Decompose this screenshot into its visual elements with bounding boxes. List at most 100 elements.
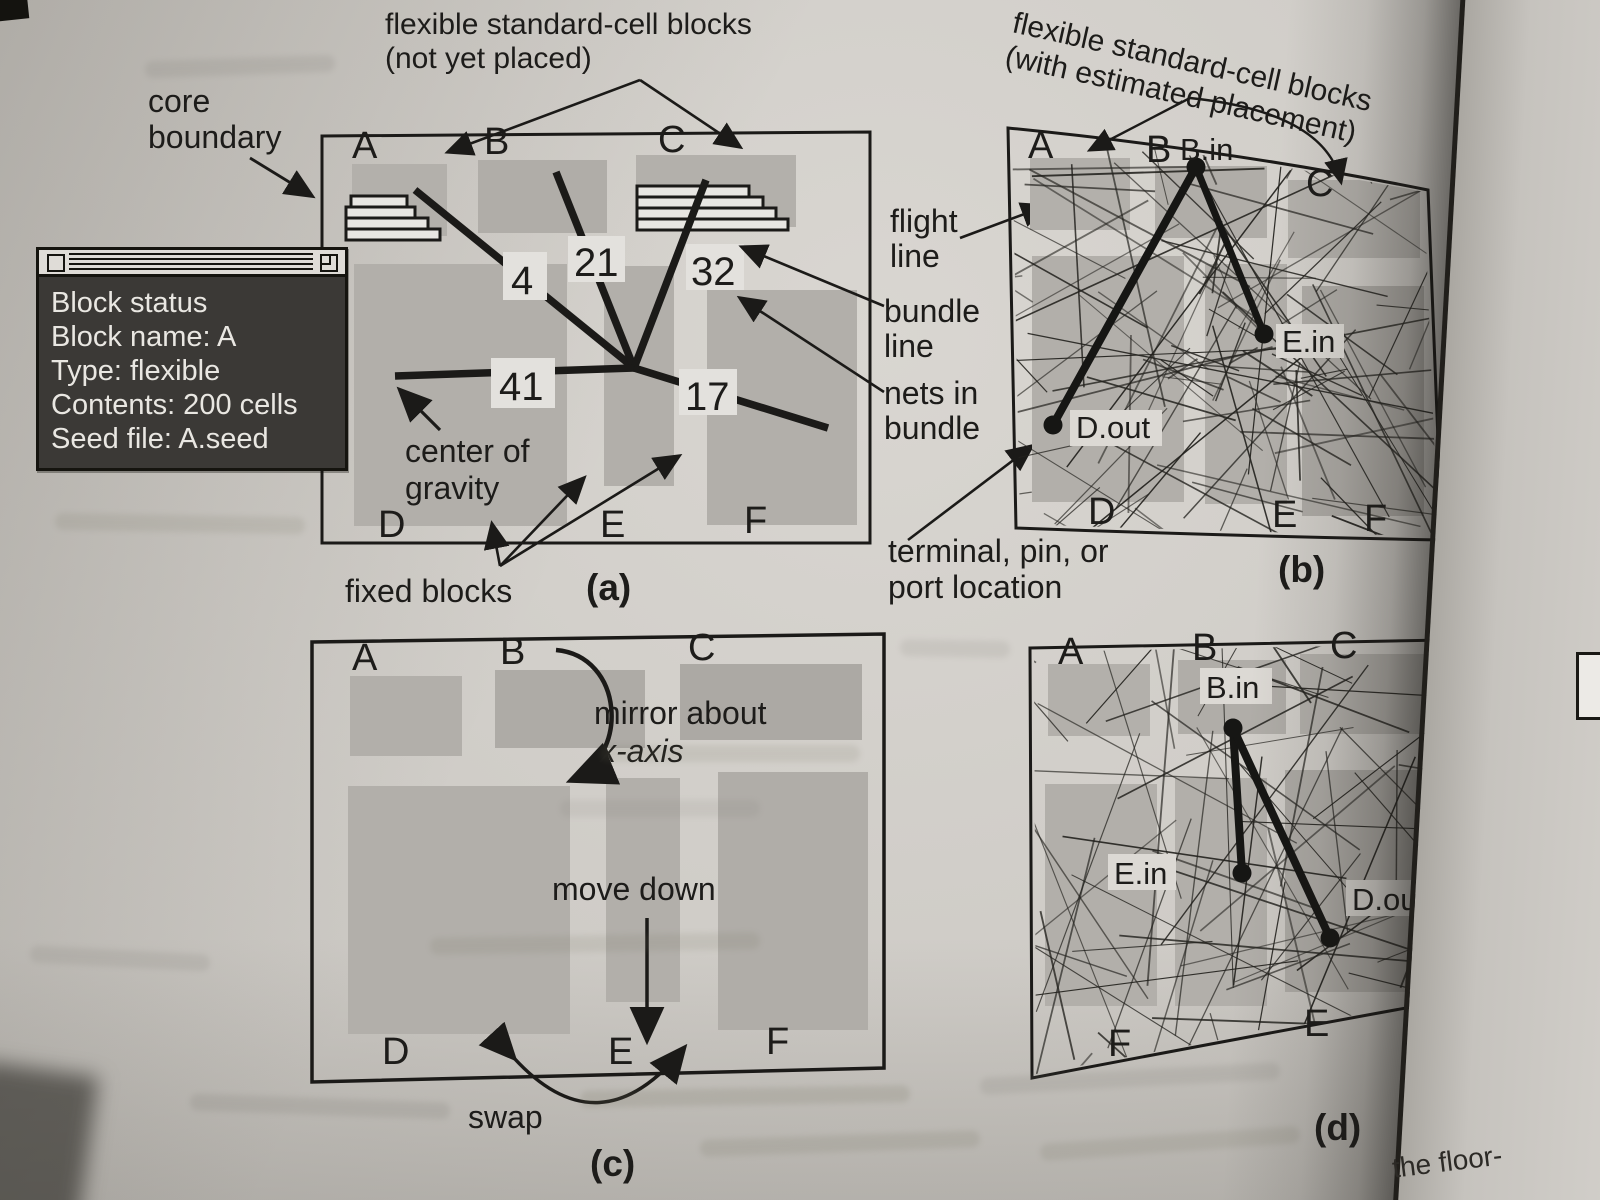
- cog-label1: center of: [405, 433, 530, 469]
- block-label-d: D: [378, 504, 405, 546]
- cog-arrow: [396, 386, 442, 432]
- block-label-a: A: [352, 125, 378, 167]
- nets-in-bundle-label2: bundle: [884, 410, 980, 446]
- ein-pin-label: E.in: [1282, 324, 1335, 359]
- block-f-rect: [1302, 286, 1424, 516]
- block-label-e: E: [1272, 494, 1297, 536]
- bundle-weight: 32: [691, 250, 736, 294]
- nets-in-bundle-label1: nets in: [884, 375, 978, 411]
- status-line: Block status: [51, 287, 208, 319]
- block-label-a: A: [352, 637, 378, 679]
- block-f-rect: [1045, 784, 1157, 1006]
- flight-line-label1: flight: [890, 203, 958, 239]
- ein-patch: [1108, 854, 1176, 890]
- swap-arrow: [478, 1021, 688, 1105]
- panel-c-caption: (c): [590, 1143, 635, 1184]
- block-label-d: D: [1088, 491, 1115, 533]
- fixed-blocks-label: fixed blocks: [345, 573, 512, 609]
- terminal-arrow: [907, 443, 1036, 542]
- block-d-rect: [348, 786, 570, 1034]
- terminal-label2: port location: [888, 569, 1062, 605]
- block-label-e: E: [1304, 1003, 1329, 1045]
- bundle-weight: 41: [499, 365, 544, 409]
- block-label-f: F: [766, 1021, 789, 1063]
- block-label-b: B: [1192, 627, 1217, 669]
- close-box-icon[interactable]: [47, 254, 65, 272]
- zoom-box-icon[interactable]: [320, 254, 338, 272]
- ein-pin-label: E.in: [1114, 856, 1167, 891]
- block-label-a: A: [1058, 631, 1084, 673]
- block-label-b: B: [484, 121, 509, 163]
- fixed-blocks-arrows: [483, 453, 683, 568]
- dout-pin-label: D.out: [1352, 882, 1426, 917]
- cell-rows-icon: [344, 194, 442, 242]
- window-body: Block status Block name: A Type: flexibl…: [39, 277, 345, 468]
- mirror-label2: x-axis: [598, 733, 684, 769]
- panel-c: A B C D E F mirror about x-axis move dow…: [310, 627, 886, 1184]
- block-label-c: C: [688, 627, 715, 669]
- next-page-figure-sliver: [1576, 652, 1600, 720]
- bin-pin-label: B.in: [1206, 670, 1259, 705]
- bundle-line-label1: bundle: [884, 293, 980, 329]
- bundle-weight-patches: [491, 236, 744, 415]
- titlebar-stripes[interactable]: [69, 253, 313, 271]
- move-down-label: move down: [552, 871, 716, 907]
- block-status-window: Block status Block name: A Type: flexibl…: [36, 247, 348, 471]
- status-line: Type: flexible: [51, 355, 221, 387]
- block-label-c: C: [658, 119, 685, 161]
- bundle-weight: 4: [511, 259, 533, 303]
- status-line: Seed file: A.seed: [51, 423, 269, 455]
- block-d-rect: [1032, 256, 1184, 502]
- panel-a-title-line1: flexible standard-cell blocks: [385, 8, 752, 41]
- panel-d-caption: (d): [1314, 1107, 1361, 1148]
- block-c-rect: [680, 664, 862, 740]
- core-boundary-arrow: [249, 156, 316, 199]
- block-label-e: E: [608, 1031, 633, 1073]
- status-line: Block name: A: [51, 321, 237, 353]
- block-a-rect: [1048, 664, 1150, 736]
- bundle-line-arrow: [738, 244, 885, 308]
- core-boundary-label1: core: [148, 83, 210, 119]
- flight-line-label2: line: [890, 238, 940, 274]
- mirror-label1: mirror about: [594, 695, 767, 731]
- block-label-f: F: [1364, 498, 1387, 540]
- panel-b-caption: (b): [1278, 549, 1325, 590]
- block-label-e: E: [600, 504, 625, 546]
- mirror-arc-arrow: [555, 647, 621, 785]
- block-a-rect: [1030, 158, 1130, 230]
- block-a-rect: [350, 676, 462, 756]
- panel-a-title-line2: (not yet placed): [385, 42, 592, 75]
- block-label-d: D: [382, 1031, 409, 1073]
- cog-label2: gravity: [405, 470, 499, 506]
- dout-patch: [1070, 410, 1162, 446]
- core-boundary-rect: [310, 632, 886, 1084]
- swap-label: swap: [468, 1099, 543, 1135]
- block-label-b: B: [500, 631, 525, 673]
- dout-pin-label: D.out: [1076, 410, 1150, 445]
- bundle-line-label2: line: [884, 328, 934, 364]
- status-line: Contents: 200 cells: [51, 389, 298, 421]
- block-label-f: F: [1108, 1023, 1131, 1065]
- panel-b-title: flexible standard-cell blocks (with esti…: [1002, 7, 1375, 150]
- block-b-rect: [495, 670, 645, 748]
- title-pointer-arrows: [444, 78, 744, 156]
- block-label-c: C: [1330, 625, 1357, 667]
- block-b-rect: [478, 160, 607, 233]
- block-label-c: C: [1306, 163, 1333, 205]
- bundle-weight: 21: [574, 241, 619, 285]
- corner-shadow: [0, 1060, 99, 1200]
- block-e-rect: [606, 778, 680, 1002]
- block-e-rect: [1175, 778, 1267, 1006]
- block-label-b: B: [1146, 129, 1171, 171]
- block-label-d: D: [1406, 985, 1433, 1027]
- corner-mark: [0, 0, 30, 22]
- callout-labels: flight line bundle line nets in bundle t…: [736, 202, 1109, 605]
- panel-a: 4 21 32 41 17 A B C D E F flexible stand…: [148, 8, 872, 609]
- bin-pin-label: B.in: [1180, 132, 1233, 167]
- panel-a-caption: (a): [586, 567, 631, 608]
- nets-in-bundle-arrow: [736, 295, 885, 394]
- block-label-f: F: [744, 500, 767, 542]
- block-label-a: A: [1028, 125, 1054, 167]
